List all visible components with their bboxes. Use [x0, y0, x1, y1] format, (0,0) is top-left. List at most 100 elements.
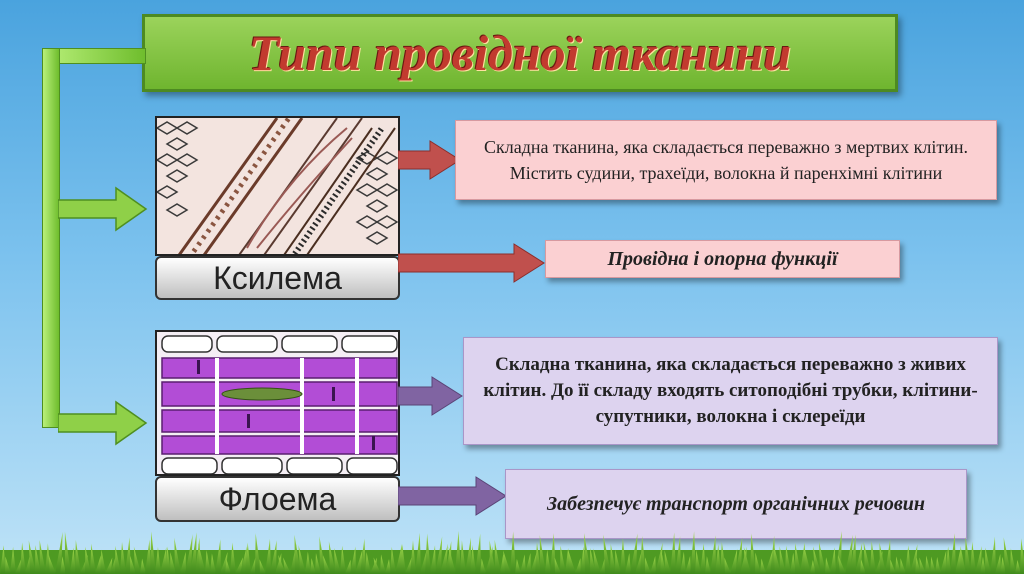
grass-blade: [955, 549, 961, 574]
grass-blade: [48, 554, 56, 574]
grass-blade: [240, 546, 247, 574]
grass-blade: [170, 552, 176, 574]
grass-blade: [890, 559, 896, 574]
grass-blade: [255, 533, 261, 574]
grass-blade: [590, 547, 596, 574]
grass-blade: [580, 546, 586, 574]
grass-blade: [705, 556, 711, 574]
grass-blade: [259, 559, 266, 574]
grass-blade: [395, 543, 403, 574]
grass-blade: [510, 531, 516, 574]
grass-blade: [400, 544, 406, 574]
grass-blade: [105, 557, 113, 574]
grass-blade: [140, 558, 146, 574]
grass-blade: [130, 555, 136, 574]
grass-blade: [315, 553, 321, 574]
grass-blade: [860, 559, 866, 574]
grass-blade: [813, 546, 821, 574]
grass-blade: [448, 546, 456, 574]
grass-blade: [125, 537, 131, 574]
grass-blade: [950, 533, 956, 574]
grass-blade: [554, 557, 561, 574]
grass-blade: [535, 542, 541, 574]
grass-blade: [885, 539, 891, 574]
grass-blade: [565, 547, 571, 574]
grass-blade: [650, 555, 656, 574]
grass-blade: [603, 534, 611, 574]
grass-blade: [710, 535, 716, 574]
grass-blade: [310, 558, 316, 574]
phloem-label: Флоема: [155, 476, 400, 522]
grass-blade: [480, 558, 486, 574]
grass-blade: [700, 543, 706, 574]
grass-blade: [625, 553, 631, 574]
grass-blade: [298, 545, 306, 574]
grass-blade: [675, 536, 681, 574]
grass-blade: [174, 537, 181, 574]
phloem-label-text: Флоема: [218, 480, 337, 517]
grass-blade: [475, 533, 481, 574]
grass-blade: [290, 543, 297, 574]
grass-blade: [380, 554, 386, 574]
grass-blade: [695, 549, 701, 574]
grass-blade: [980, 556, 986, 574]
grass-blade: [215, 539, 221, 574]
grass-blade: [1020, 538, 1024, 574]
grass-blade: [670, 532, 676, 574]
grass-blade: [334, 547, 341, 574]
grass-blade: [1010, 548, 1016, 574]
grass-blade: [55, 531, 63, 574]
grass-blade: [460, 540, 466, 574]
page-title: Типи провідної тканини: [142, 14, 898, 92]
grass-blade: [560, 545, 566, 574]
grass-blade: [584, 532, 591, 574]
grass-blade: [503, 550, 511, 574]
grass-blade: [230, 542, 236, 574]
grass-blade: [575, 558, 581, 574]
grass-blade: [568, 550, 576, 574]
xylem-description: Складна тканина, яка складається переваж…: [484, 137, 968, 183]
grass-blade: [115, 545, 121, 574]
bracket-vertical: [42, 48, 60, 428]
grass-blade: [328, 541, 336, 574]
grass-decoration: [0, 530, 1024, 574]
xylem-label: Ксилема: [155, 256, 400, 300]
grass-blade: [790, 552, 796, 574]
phloem-description: Складна тканина, яка складається переваж…: [483, 354, 978, 427]
grass-blade: [715, 544, 721, 574]
grass-blade: [895, 556, 901, 574]
grass-blade: [965, 536, 971, 574]
grass-blade: [985, 547, 991, 574]
grass-blade: [225, 559, 231, 574]
grass-blade: [539, 535, 546, 574]
grass-blade: [373, 557, 381, 574]
xylem-desc-arrow: [398, 140, 461, 180]
xylem-function-arrow: [398, 243, 545, 283]
grass-blade: [838, 554, 846, 574]
grass-blade: [95, 555, 101, 574]
grass-blade: [610, 543, 616, 574]
grass-blade: [465, 537, 471, 574]
grass-blade: [305, 551, 311, 574]
grass-blade: [150, 531, 156, 574]
grass-blade: [995, 553, 1001, 574]
grass-blade: [28, 540, 36, 574]
grass-blade: [455, 530, 461, 574]
grass-blade: [795, 542, 801, 574]
grass-blade: [210, 553, 216, 574]
grass-blade: [724, 557, 731, 574]
grass-blade: [925, 555, 931, 574]
grass-blade: [520, 554, 526, 574]
grass-blade: [630, 533, 638, 574]
grass-blade: [935, 556, 941, 574]
grass-blade: [770, 535, 776, 574]
grass-blade: [593, 548, 601, 574]
grass-blade: [60, 556, 66, 574]
grass-blade: [720, 541, 726, 574]
phloem-desc-arrow: [398, 376, 463, 416]
grass-blade: [85, 546, 91, 574]
grass-blade: [425, 533, 431, 574]
grass-blade: [133, 546, 141, 574]
grass-blade: [75, 539, 81, 574]
grass-blade: [35, 545, 41, 574]
